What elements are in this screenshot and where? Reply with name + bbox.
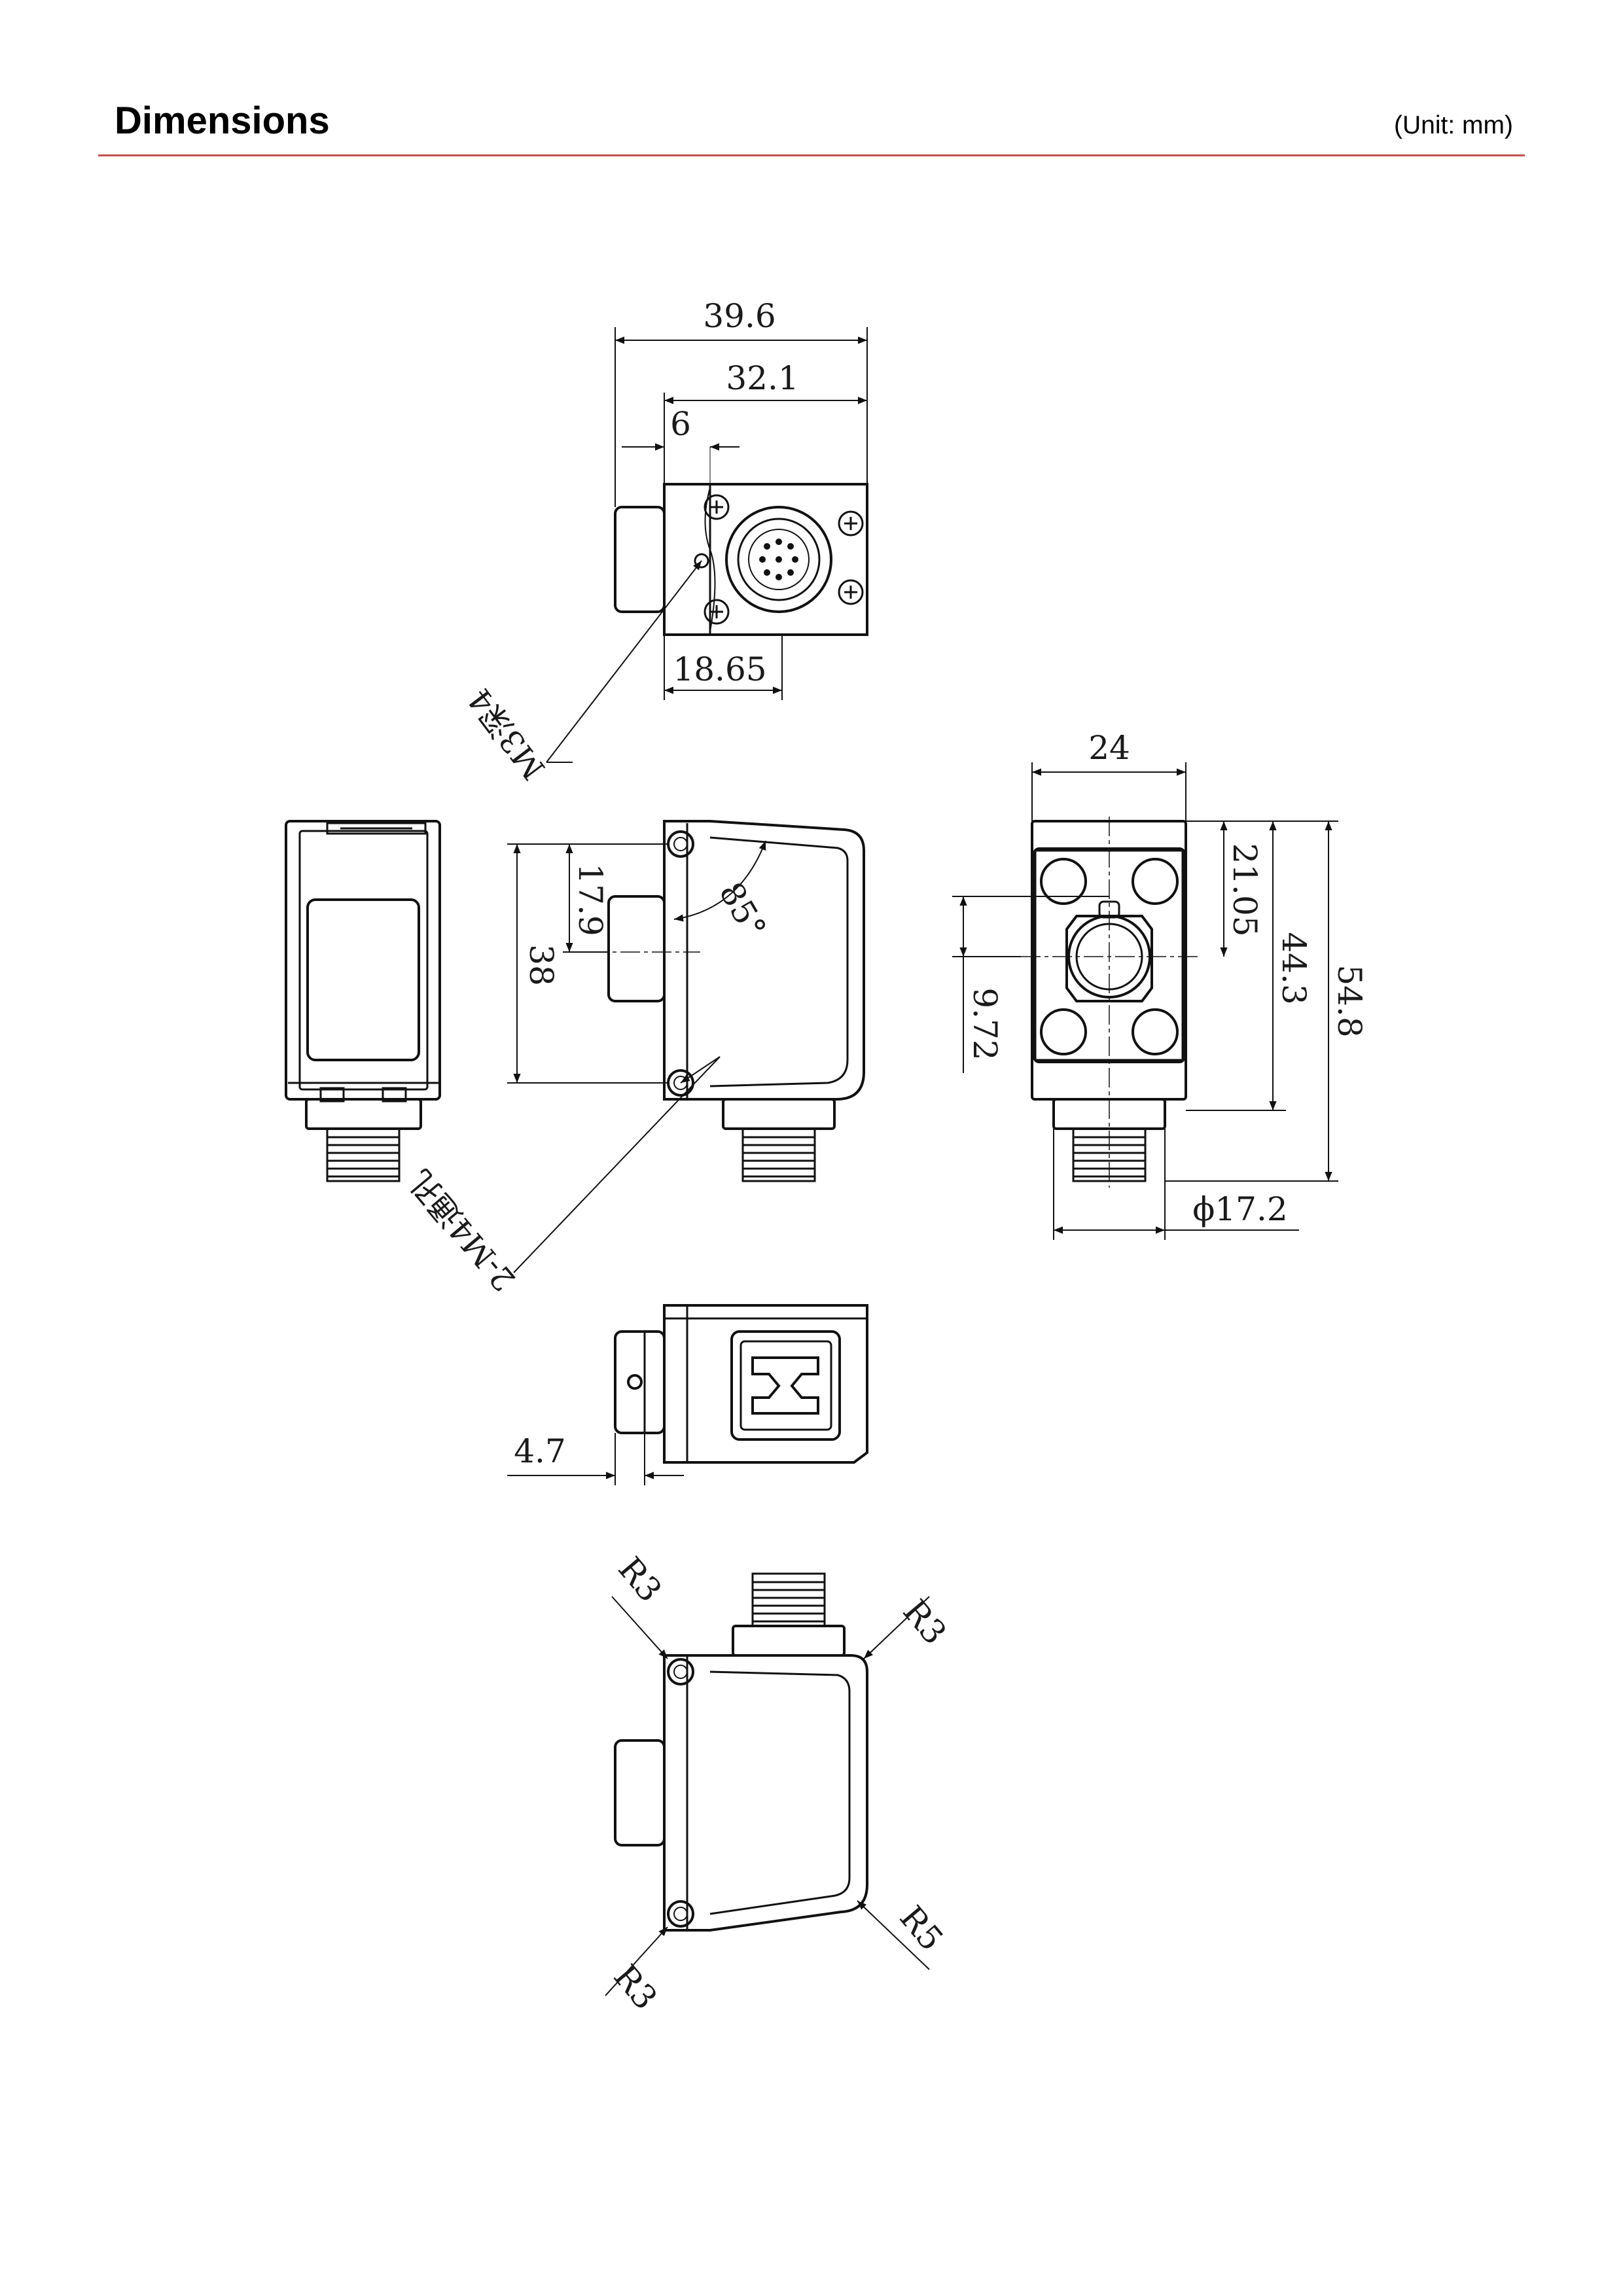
side-view: 38 17.9 85° 2-M4通孔 [401, 820, 865, 1298]
rear-view: R3 R3 R3 R5 [605, 1550, 954, 2017]
top-view-body [663, 483, 868, 636]
left-end-view [285, 820, 441, 1182]
dim-side-height-total: 38 [522, 944, 560, 986]
header-divider [98, 154, 1525, 156]
dim-side-angle: 85° [711, 876, 774, 945]
top-view-connector [725, 506, 832, 613]
rear-view-knob [614, 1739, 666, 1846]
dim-top-width-total: 39.6 [703, 297, 776, 335]
page-title: Dimensions [115, 99, 330, 142]
end-view-window [306, 898, 420, 1061]
side-view-connector [741, 1127, 816, 1182]
rear-view-body [663, 1654, 868, 1932]
end-view-connector [326, 1127, 401, 1182]
bottom-view: 4.7 [507, 1304, 868, 1485]
bottom-view-body [663, 1304, 868, 1464]
side-view-body [663, 820, 865, 1101]
dim-bottom-cable-offset: 4.7 [514, 1432, 566, 1470]
radius-top-left: R3 [611, 1550, 669, 1609]
side-view-hole-top [667, 830, 694, 858]
dim-top-offset: 6 [670, 405, 691, 443]
radius-bottom-right: R5 [892, 1899, 950, 1958]
bottom-view-knob [614, 1330, 666, 1434]
callout-screw: M3深4 [461, 681, 553, 786]
dim-side-height-upper: 17.9 [571, 863, 609, 936]
front-view: 24 21.05 44.3 54.8 9.72 ϕ17.2 [952, 729, 1368, 1240]
side-view-hole-bottom [667, 1069, 694, 1097]
radius-bottom-left: R3 [606, 1958, 664, 2017]
dim-front-height-total: 54.8 [1330, 964, 1368, 1037]
dim-front-width: 24 [1088, 729, 1130, 767]
top-view: 39.6 32.1 6 18.65 M3深4 [461, 297, 868, 786]
top-view-knob [614, 506, 666, 613]
dim-front-height-upper: 21.05 [1226, 843, 1264, 936]
dim-top-connector-offset: 18.65 [673, 650, 766, 688]
side-view-knob [607, 895, 666, 1002]
radius-top-right: R3 [895, 1593, 954, 1651]
dim-front-height-body: 44.3 [1275, 932, 1313, 1004]
dim-top-width-body: 32.1 [726, 359, 798, 397]
unit-label: (Unit: mm) [1394, 111, 1513, 139]
dim-front-connector-diameter: ϕ17.2 [1192, 1190, 1287, 1228]
callout-holes: 2-M4通孔 [401, 1163, 523, 1298]
dim-front-center-offset: 9.72 [966, 987, 1004, 1060]
bottom-view-logo [751, 1356, 819, 1415]
